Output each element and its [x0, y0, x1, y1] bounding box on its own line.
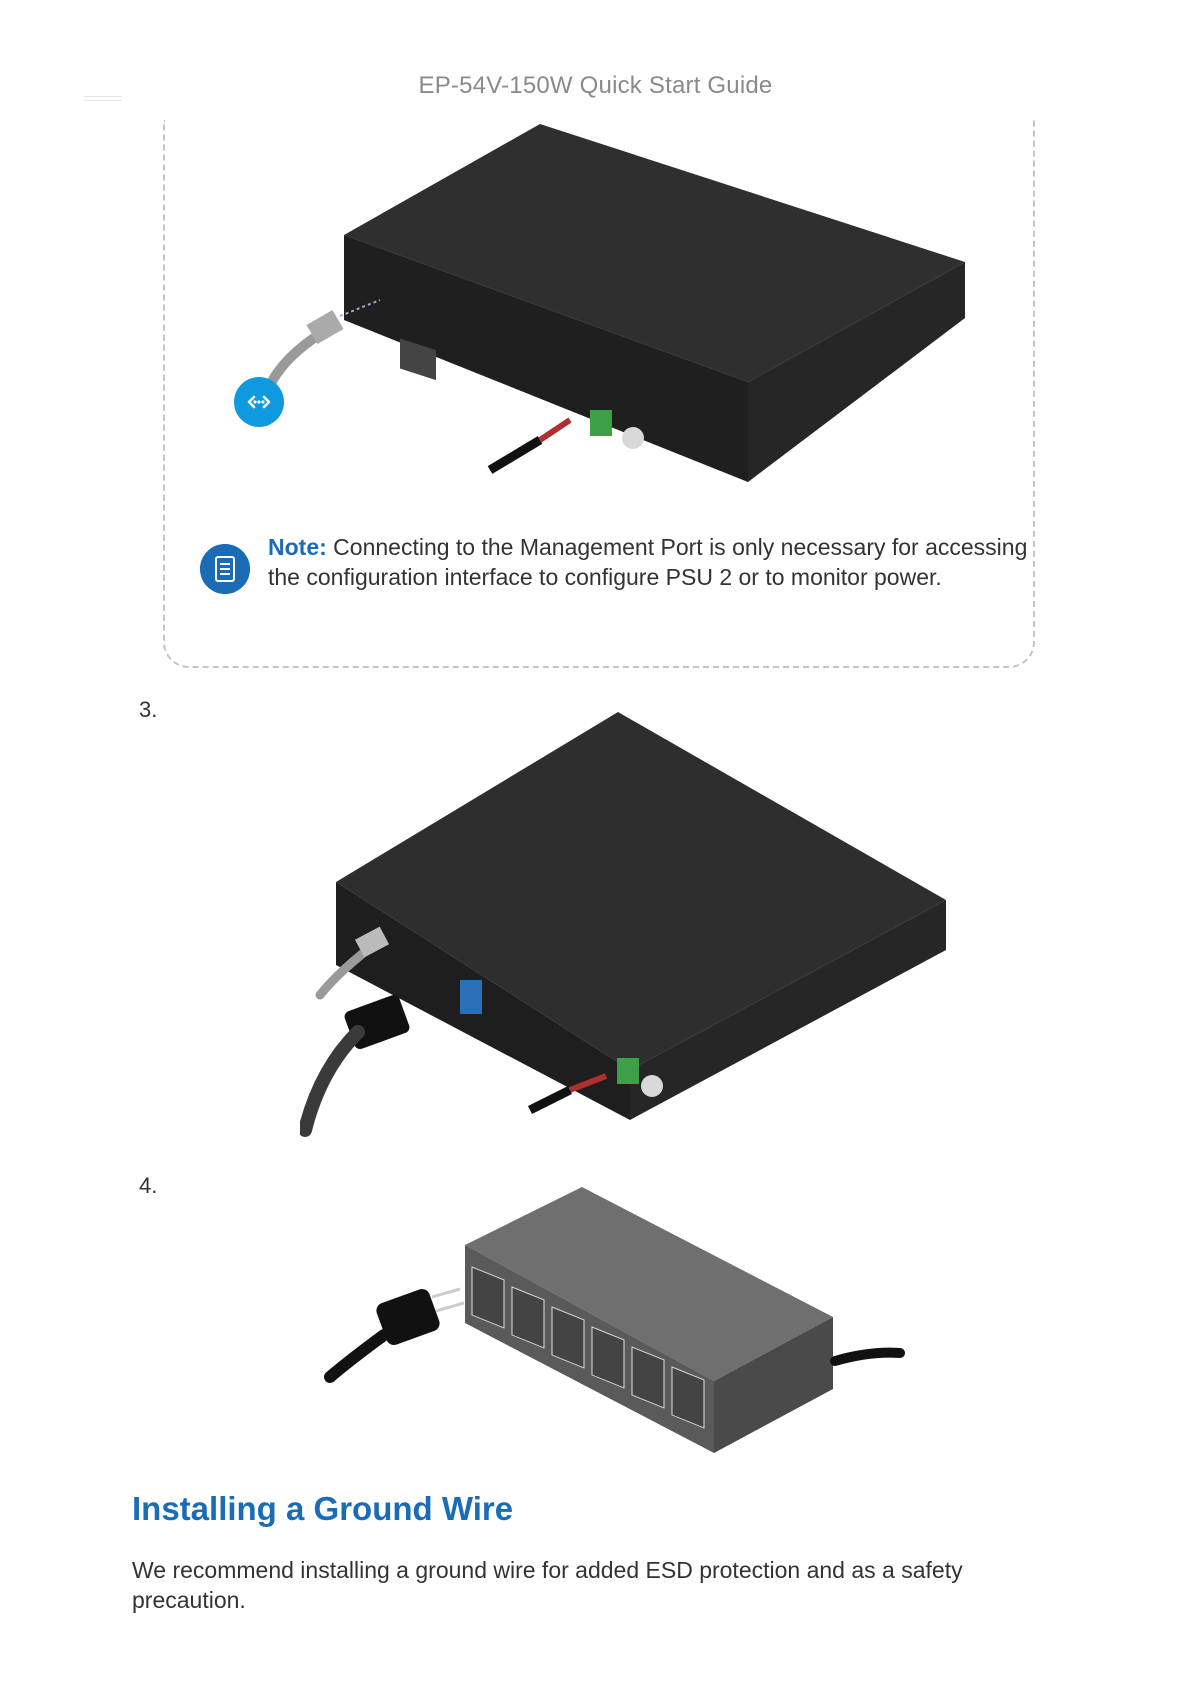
page-header-title: EP-54V-150W Quick Start Guide	[0, 72, 1191, 100]
step-number-4: 4.	[139, 1173, 157, 1199]
note-body: Connecting to the Management Port is onl…	[268, 534, 1027, 590]
section-body-text: We recommend installing a ground wire fo…	[132, 1555, 1032, 1615]
figure-power-strip	[320, 1185, 910, 1455]
figure-power-cord	[300, 710, 960, 1140]
step-number-3: 3.	[139, 697, 157, 723]
note-label: Note:	[268, 534, 327, 560]
section-heading: Installing a Ground Wire	[132, 1490, 513, 1528]
note-icon	[200, 544, 250, 594]
note-text: Note: Connecting to the Management Port …	[268, 532, 1028, 592]
figure-management-port	[220, 120, 980, 500]
network-connection-icon	[234, 377, 284, 427]
header-mark	[84, 96, 122, 106]
